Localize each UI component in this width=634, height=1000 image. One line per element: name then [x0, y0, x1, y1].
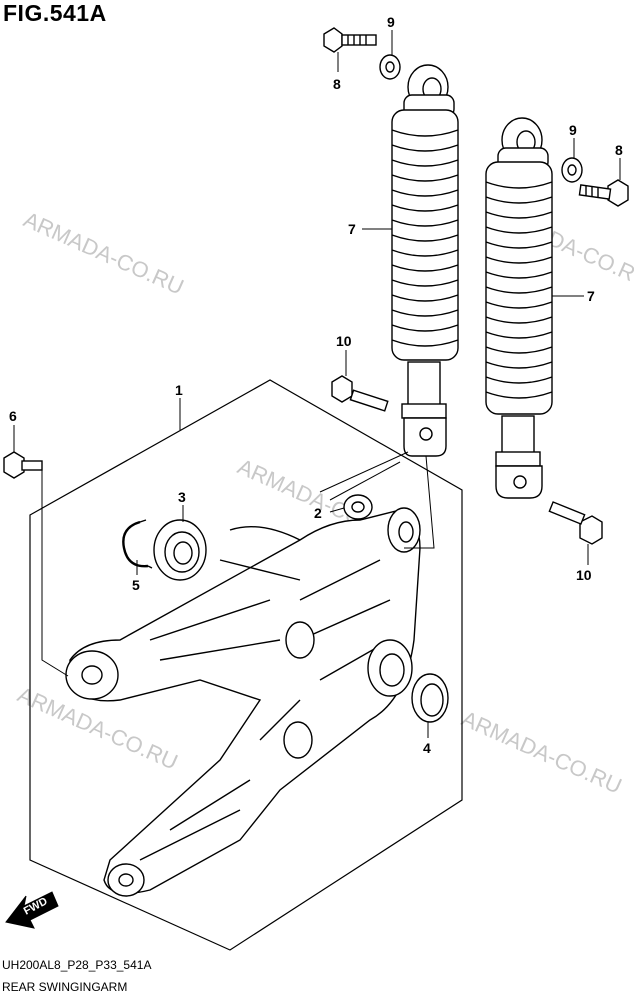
callout-9-left: 9: [387, 14, 395, 30]
callout-9-right: 9: [569, 122, 577, 138]
callout-7-right: 7: [587, 288, 595, 304]
rear-shock-absorber-right: [485, 117, 553, 499]
circlip: [122, 519, 153, 569]
bushing: [343, 494, 373, 520]
forward-direction-arrow: FWD: [5, 891, 59, 929]
callout-10-right: 10: [576, 567, 592, 583]
bolt-pivot: [3, 451, 43, 479]
rear-shock-absorber-left: [391, 64, 459, 457]
diagram-title: REAR SWINGINGARM: [2, 980, 128, 994]
watermark: ARMADA-CO.RU: [20, 207, 188, 300]
diagram-code: UH200AL8_P28_P33_541A: [2, 958, 152, 972]
callout-10-left: 10: [336, 333, 352, 349]
callout-5: 5: [132, 577, 140, 593]
bolt-upper-right: [578, 179, 629, 207]
callout-2: 2: [314, 505, 322, 521]
callout-8-left: 8: [333, 76, 341, 92]
callout-8-right: 8: [615, 142, 623, 158]
callout-6: 6: [9, 408, 17, 424]
assembly-boundary: [29, 379, 463, 951]
rear-swingarm: [65, 507, 421, 897]
bolt-upper-left: [323, 27, 377, 53]
lead-lines: [13, 30, 621, 738]
watermark: ARMADA-CO.RU: [458, 706, 626, 799]
washer-left: [379, 54, 401, 80]
callout-3: 3: [178, 489, 186, 505]
bolt-lower-right: [548, 501, 603, 545]
washer-right: [561, 157, 583, 183]
oil-seal: [411, 673, 449, 723]
callout-7-left: 7: [348, 221, 356, 237]
callout-4: 4: [423, 740, 431, 756]
figure-title: FIG.541A: [3, 0, 107, 26]
bearing: [153, 519, 207, 581]
callout-1: 1: [175, 382, 183, 398]
bolt-lower-left: [331, 375, 389, 412]
